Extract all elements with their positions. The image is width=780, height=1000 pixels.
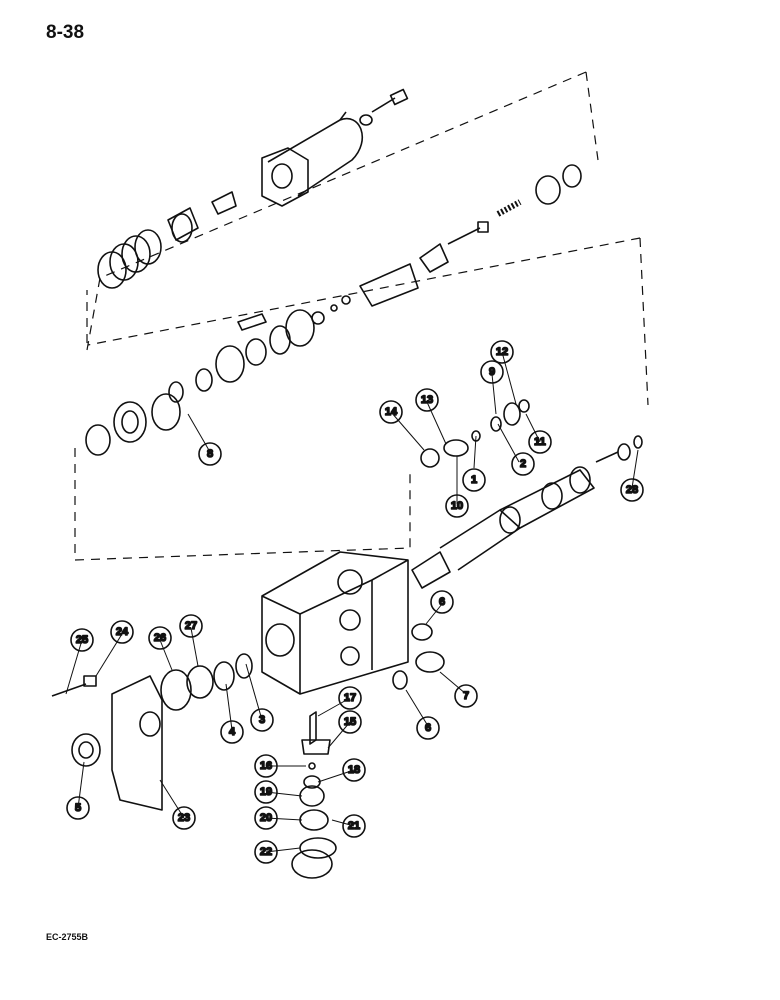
callout-label: 3 bbox=[259, 714, 265, 726]
callout-18: 18 bbox=[342, 758, 366, 782]
callout-label: 1 bbox=[471, 474, 477, 486]
callout-label: 14 bbox=[385, 406, 398, 418]
callout-8: 8 bbox=[198, 442, 222, 466]
callout-25: 25 bbox=[70, 628, 94, 652]
callout-2: 2 bbox=[511, 452, 535, 476]
callout-20: 20 bbox=[254, 806, 278, 830]
callout-10: 10 bbox=[445, 494, 469, 518]
callout-15: 15 bbox=[338, 710, 362, 734]
callout-label: 2 bbox=[520, 458, 526, 470]
spring-seat bbox=[167, 191, 237, 243]
callout-27: 27 bbox=[179, 614, 203, 638]
callout-label: 5 bbox=[75, 802, 81, 814]
callout-label: 7 bbox=[463, 690, 469, 702]
leader-lines bbox=[65, 351, 639, 853]
callout-5: 5 bbox=[66, 796, 90, 820]
callout-label: 9 bbox=[489, 366, 495, 378]
callout-9: 9 bbox=[480, 360, 504, 384]
callout-3: 3 bbox=[250, 708, 274, 732]
spool bbox=[411, 466, 595, 589]
callout-23: 23 bbox=[172, 806, 196, 830]
upper-end-parts bbox=[237, 164, 582, 331]
figure-code: EC-2755B bbox=[46, 932, 89, 942]
callout-7: 7 bbox=[454, 684, 478, 708]
o-rings-right bbox=[392, 623, 445, 690]
callout-16: 16 bbox=[254, 754, 278, 778]
cylinder-housing bbox=[261, 111, 364, 207]
callout-24: 24 bbox=[110, 620, 134, 644]
callout-label: 6 bbox=[425, 722, 431, 734]
callout-label: 23 bbox=[178, 812, 190, 824]
callout-label: 15 bbox=[344, 716, 356, 728]
callout-label: 18 bbox=[348, 764, 360, 776]
end-seals bbox=[51, 653, 253, 711]
callout-12: 12 bbox=[490, 340, 514, 364]
callout-label: 27 bbox=[185, 620, 197, 632]
callout-label: 24 bbox=[116, 626, 129, 638]
callout-label: 4 bbox=[229, 726, 236, 738]
callout-1: 1 bbox=[462, 468, 486, 492]
callout-11: 11 bbox=[528, 430, 552, 454]
callout-6b: 6 bbox=[416, 716, 440, 740]
callout-label: 21 bbox=[348, 820, 360, 832]
page-number: 8-38 bbox=[46, 22, 85, 43]
callout-label: 22 bbox=[260, 846, 272, 858]
bolt bbox=[359, 88, 409, 126]
callout-label: 19 bbox=[260, 786, 272, 798]
callout-label: 13 bbox=[421, 394, 433, 406]
callout-26: 26 bbox=[148, 626, 172, 650]
callout-19: 19 bbox=[254, 780, 278, 804]
callout-label: 8 bbox=[207, 448, 213, 460]
callout-13: 13 bbox=[415, 388, 439, 412]
callout-label: 26 bbox=[154, 632, 166, 644]
callout-22: 22 bbox=[254, 840, 278, 864]
callout-4: 4 bbox=[220, 720, 244, 744]
callout-label: 28 bbox=[626, 484, 638, 496]
callout-label: 11 bbox=[534, 436, 546, 448]
callout-label: 20 bbox=[260, 812, 272, 824]
spool-end-parts bbox=[595, 435, 643, 463]
callout-17: 17 bbox=[338, 686, 362, 710]
seal-rings bbox=[85, 309, 315, 456]
callouts: 1 2 3 4 5 6 6 7 8 9 10 11 12 13 14 15 16… bbox=[66, 340, 644, 864]
callout-label: 6 bbox=[439, 596, 445, 608]
callout-28: 28 bbox=[620, 478, 644, 502]
check-valve-parts bbox=[420, 399, 530, 468]
assembly-dash-lines bbox=[74, 71, 649, 561]
callout-6a: 6 bbox=[430, 590, 454, 614]
spring-large bbox=[97, 229, 162, 289]
callout-label: 16 bbox=[260, 760, 272, 772]
callout-14: 14 bbox=[379, 400, 403, 424]
valve-body bbox=[261, 551, 409, 695]
callout-label: 12 bbox=[496, 346, 508, 358]
callout-21: 21 bbox=[342, 814, 366, 838]
callout-label: 25 bbox=[76, 634, 88, 646]
end-cover-bracket bbox=[71, 675, 163, 811]
callout-label: 10 bbox=[451, 500, 463, 512]
relief-valve-stack bbox=[291, 711, 337, 879]
callout-label: 17 bbox=[344, 692, 356, 704]
